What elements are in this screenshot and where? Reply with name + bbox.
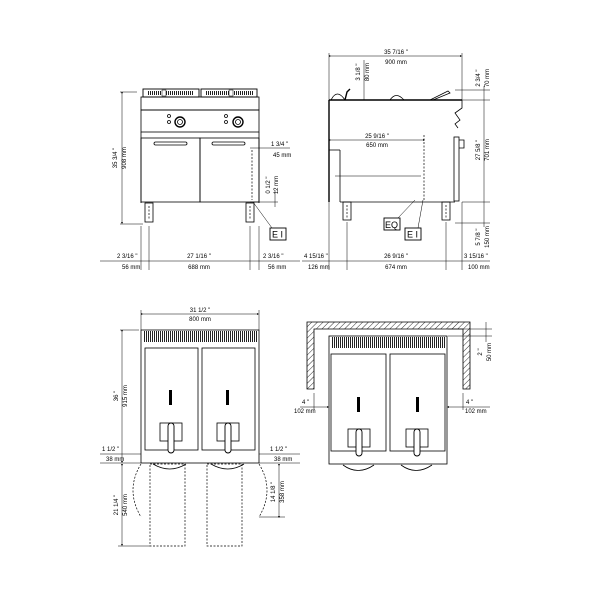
front-left-in: 2 3/16 " xyxy=(117,254,137,260)
front-center-mm: 688 mm xyxy=(188,265,210,271)
side-left-mm: 126 mm xyxy=(308,265,330,271)
front-right-mm: 56 mm xyxy=(268,265,286,271)
side-view: 35 7/16 " 900 mm 3 1/8 " 80 mm 25 9/16 "… xyxy=(302,50,491,271)
top-door-mm: 540 mm xyxy=(123,494,129,516)
side-body-in: 27 5/8 " xyxy=(476,140,482,160)
side-center-mm: 674 mm xyxy=(385,265,407,271)
top-left-in: 1 1/2 " xyxy=(102,447,119,453)
side-top-right-mm: 70 mm xyxy=(485,69,491,87)
top-door-in: 21 1/4 " xyxy=(114,495,120,515)
top-swing-in: 14 1/8 " xyxy=(271,482,277,502)
side-inner-in: 25 9/16 " xyxy=(365,134,389,140)
front-height-mm: 908 mm xyxy=(122,147,128,169)
side-width-mm: 900 mm xyxy=(385,60,407,66)
side-top-offset-in: 3 1/8 " xyxy=(356,63,362,80)
side-tag-ei: E I xyxy=(407,230,418,240)
side-leg-in: 5 7/8 " xyxy=(476,228,482,245)
front-center-in: 27 1/16 " xyxy=(187,254,211,260)
side-body-mm: 701 mm xyxy=(485,139,491,161)
side-right-mm: 100 mm xyxy=(468,265,490,271)
clearance-view: 4 " 102 mm 4 " 102 mm 2 " 50 mm xyxy=(294,321,493,471)
front-inlet-mm: 12 mm xyxy=(274,176,280,194)
side-right-in: 3 15/16 " xyxy=(464,254,488,260)
top-depth-mm: 915 mm xyxy=(123,385,129,407)
front-offset-mm: 45 mm xyxy=(273,153,291,159)
clear-left-in: 4 " xyxy=(302,400,309,406)
top-view: 31 1/2 " 800 mm 36 " 915 mm 1 1/2 " 38 m… xyxy=(100,308,300,547)
top-right-in: 1 1/2 " xyxy=(270,447,287,453)
clear-left-mm: 102 mm xyxy=(294,409,316,415)
top-right-mm: 38 mm xyxy=(274,457,292,463)
side-leg-mm: 150 mm xyxy=(485,226,491,248)
front-right-in: 2 3/16 " xyxy=(263,254,283,260)
front-tag-ei: E I xyxy=(272,230,283,240)
clear-back-mm: 50 mm xyxy=(487,343,493,361)
clear-right-in: 4 " xyxy=(466,400,473,406)
top-width-mm: 800 mm xyxy=(189,317,211,323)
side-inner-mm: 650 mm xyxy=(366,143,388,149)
front-height-in: 35 3/4 " xyxy=(113,148,119,168)
clear-right-mm: 102 mm xyxy=(465,409,487,415)
side-tag-eq: EQ xyxy=(385,220,398,230)
front-view: 35 3/4 " 908 mm 1 3/4 " 45 mm 0 1/2 " 12… xyxy=(100,88,300,271)
clear-back-in: 2 " xyxy=(478,348,484,355)
side-left-in: 4 15/16 " xyxy=(304,254,328,260)
side-center-in: 26 9/16 " xyxy=(384,254,408,260)
top-left-mm: 38 mm xyxy=(106,457,124,463)
top-swing-mm: 358 mm xyxy=(280,481,286,503)
front-offset-in: 1 3/4 " xyxy=(271,142,288,148)
front-left-mm: 56 mm xyxy=(122,265,140,271)
side-top-offset-mm: 80 mm xyxy=(365,63,371,81)
top-width-in: 31 1/2 " xyxy=(190,308,210,314)
side-width-in: 35 7/16 " xyxy=(384,50,408,56)
side-top-right-in: 2 3/4 " xyxy=(476,69,482,86)
top-depth-in: 36 " xyxy=(114,391,120,401)
front-inlet-in: 0 1/2 " xyxy=(266,176,272,193)
